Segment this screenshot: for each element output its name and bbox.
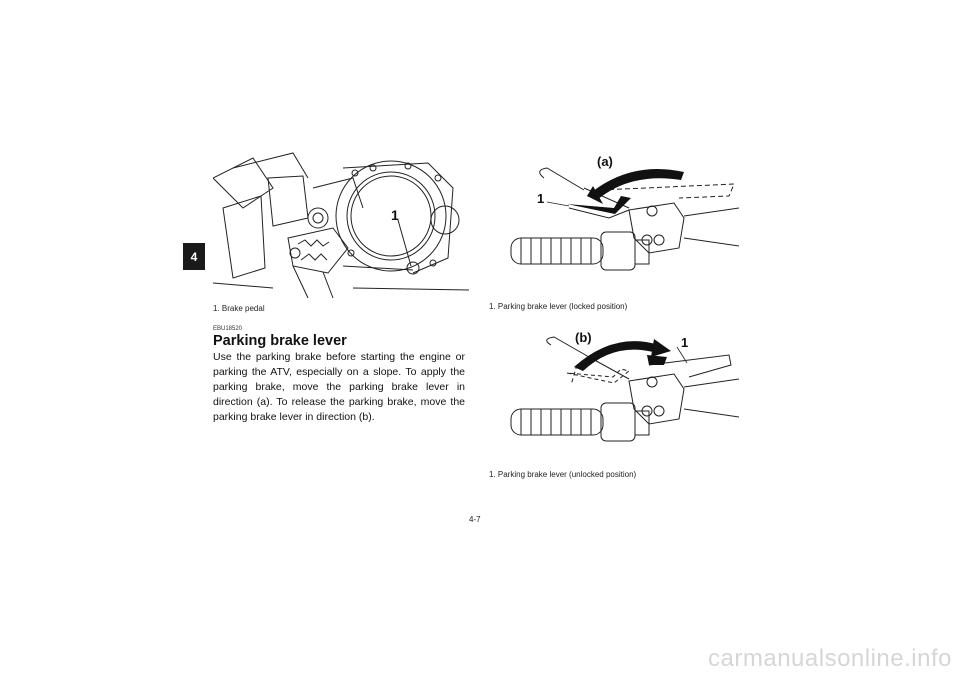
unlocked-lever-callout: 1: [681, 335, 688, 350]
parking-lever-locked-illustration: (a) 1: [510, 154, 739, 271]
section-code: EBU18520: [213, 326, 243, 332]
section-body: Use the parking brake before starting th…: [213, 351, 465, 423]
brake-pedal-callout: 1: [391, 207, 399, 223]
watermark: carmanualsonline.info: [708, 645, 952, 672]
direction-a-label: (a): [597, 154, 613, 169]
section-heading: Parking brake lever: [213, 333, 347, 349]
parking-lever-unlocked-illustration: (b) 1: [510, 330, 739, 442]
locked-lever-caption: 1. Parking brake lever (locked position): [489, 302, 628, 311]
direction-b-label: (b): [575, 330, 592, 345]
page-number: 4-7: [469, 515, 481, 524]
unlocked-lever-caption: 1. Parking brake lever (unlocked positio…: [489, 470, 637, 479]
brake-pedal-illustration: 1: [213, 152, 469, 299]
locked-lever-callout: 1: [537, 191, 544, 206]
chapter-tab: 4: [183, 243, 205, 270]
brake-pedal-caption: 1. Brake pedal: [213, 304, 265, 313]
